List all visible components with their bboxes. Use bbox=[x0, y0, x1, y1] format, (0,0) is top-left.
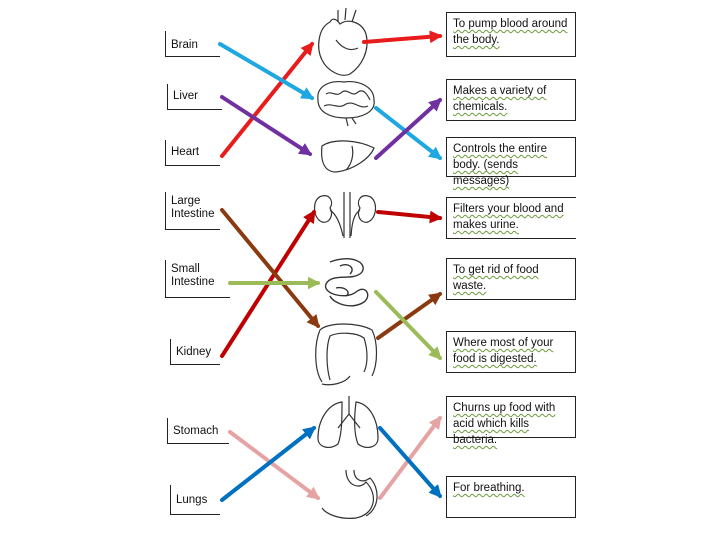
liver-icon bbox=[321, 140, 375, 173]
organ-label-text: Large Intestine bbox=[171, 195, 215, 220]
function-box-3: Controls the entire body. (sends message… bbox=[446, 137, 576, 187]
arrow-stomach-to-organ bbox=[228, 430, 321, 500]
arrow-brain-to-organ bbox=[218, 42, 315, 100]
arrow-heart-organ-to-function bbox=[362, 30, 443, 44]
function-text: Makes a variety of chemicals. bbox=[453, 85, 547, 113]
function-text: Controls the entire body. (sends message… bbox=[453, 143, 547, 187]
function-text: To get rid of food waste. bbox=[453, 264, 539, 292]
organ-label-large-intestine: Large Intestine bbox=[165, 192, 220, 230]
connector-arrows bbox=[218, 30, 443, 502]
organ-label-liver: Liver bbox=[167, 84, 222, 110]
large-intestine-icon bbox=[315, 323, 378, 386]
organ-label-text: Stomach bbox=[173, 425, 219, 437]
arrow-large-intestine-to-organ bbox=[220, 208, 320, 328]
arrow-liver-organ-to-function bbox=[374, 98, 442, 160]
brain-icon bbox=[317, 81, 375, 127]
arrow-brain-organ-to-function bbox=[374, 106, 443, 160]
organ-label-text: Liver bbox=[173, 90, 198, 102]
function-box-5: To get rid of food waste. bbox=[446, 258, 576, 300]
small-intestine-icon bbox=[325, 258, 369, 307]
arrow-liver-to-organ bbox=[220, 95, 313, 156]
function-text: Churns up food with acid which kills bac… bbox=[453, 402, 556, 446]
function-text: Filters your blood and makes urine. bbox=[453, 203, 564, 231]
organ-label-lungs: Lungs bbox=[170, 485, 220, 515]
organ-label-text: Lungs bbox=[176, 494, 208, 506]
function-box-6: Where most of your food is digested. bbox=[446, 331, 576, 373]
function-box-8: For breathing. bbox=[446, 476, 576, 518]
arrow-stomach-organ-to-function bbox=[378, 415, 442, 500]
function-text: For breathing. bbox=[453, 482, 525, 494]
stomach-icon bbox=[321, 469, 378, 519]
arrow-lungs-organ-to-function bbox=[378, 426, 442, 498]
heart-icon bbox=[318, 7, 368, 76]
organ-label-stomach: Stomach bbox=[167, 418, 229, 444]
organ-label-kidney: Kidney bbox=[170, 339, 220, 365]
organ-label-text: Brain bbox=[171, 39, 198, 51]
arrow-kidney-organ-to-function bbox=[376, 210, 443, 224]
function-text: Where most of your food is digested. bbox=[453, 337, 554, 365]
arrow-lungs-to-organ bbox=[220, 426, 317, 502]
function-box-7: Churns up food with acid which kills bac… bbox=[446, 396, 576, 446]
organ-label-heart: Heart bbox=[165, 140, 220, 166]
organ-label-text: Heart bbox=[171, 146, 200, 158]
function-text: To pump blood around the body. bbox=[453, 18, 568, 46]
function-box-4: Filters your blood and makes urine. bbox=[446, 197, 576, 239]
kidneys-icon bbox=[313, 192, 377, 238]
organ-label-text: Small Intestine bbox=[171, 263, 215, 288]
function-box-1: To pump blood around the body. bbox=[446, 12, 576, 57]
function-box-2: Makes a variety of chemicals. bbox=[446, 79, 576, 121]
lungs-icon bbox=[317, 396, 379, 448]
organ-label-small-intestine: Small Intestine bbox=[165, 260, 230, 298]
arrow-large-intestine-organ-to-function bbox=[376, 292, 443, 340]
arrow-small-intestine-organ-to-function bbox=[374, 290, 442, 360]
arrow-heart-to-organ bbox=[220, 42, 314, 158]
organ-label-brain: Brain bbox=[165, 31, 220, 57]
organ-label-text: Kidney bbox=[176, 346, 212, 358]
